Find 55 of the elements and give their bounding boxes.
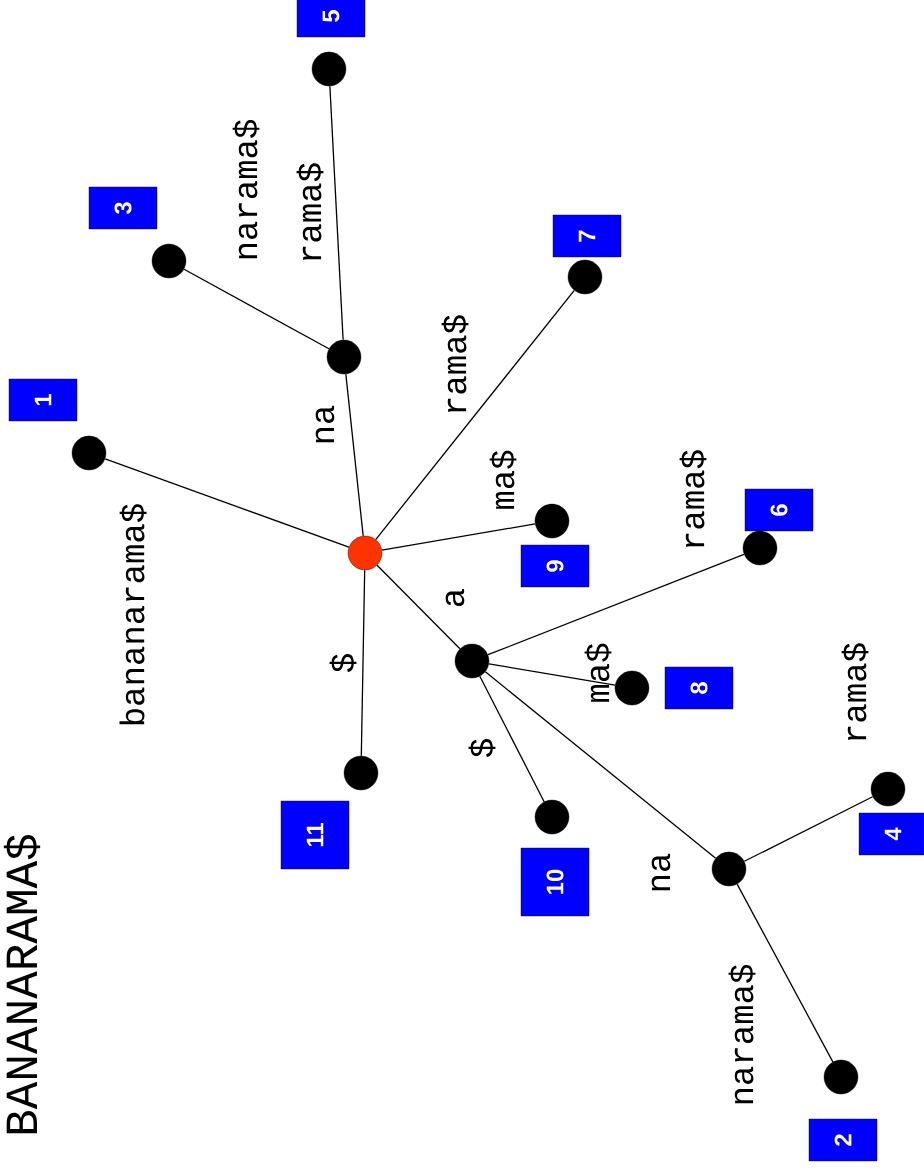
tree-node <box>711 851 747 887</box>
edge-line <box>183 268 330 350</box>
edge-line <box>743 796 874 862</box>
tree-node <box>742 530 778 566</box>
edge-label: na <box>315 405 335 443</box>
tree-node <box>614 670 650 706</box>
edge-label: narama$ <box>232 119 260 259</box>
root-node <box>347 535 383 571</box>
number-box: 4 <box>858 812 924 856</box>
number-box: 5 <box>296 0 366 38</box>
edge-line <box>488 663 616 686</box>
tree-node <box>870 771 906 807</box>
edge-line <box>479 675 545 803</box>
edge-line <box>360 569 366 757</box>
tree-node <box>151 243 187 279</box>
edge-line <box>345 373 364 537</box>
tree-node <box>823 1059 859 1095</box>
tree-node <box>311 51 347 87</box>
tree-node <box>534 799 570 835</box>
edge-label: $ <box>329 654 357 673</box>
edge-line <box>104 458 350 548</box>
edge-label: a <box>445 588 465 607</box>
tree-node <box>71 435 107 471</box>
tree-node <box>326 339 362 375</box>
number-box: 7 <box>552 214 622 258</box>
string-label: BANANARAMA$ <box>3 835 41 1134</box>
edge-label: rama$ <box>296 163 324 260</box>
edge-label: ma$ <box>584 643 612 702</box>
edge-line <box>329 85 344 341</box>
edge-label: ma$ <box>489 450 517 509</box>
edge-label: rama$ <box>679 450 707 547</box>
edge-label: na <box>651 853 671 891</box>
number-box: 11 <box>280 800 350 870</box>
edge-line <box>736 883 834 1063</box>
edge-label: $ <box>468 739 496 758</box>
tree-node <box>454 643 490 679</box>
tree-node <box>343 755 379 791</box>
edge-line <box>381 523 536 551</box>
tree-node <box>534 503 570 539</box>
tree-node <box>567 259 603 295</box>
number-box: 1 <box>8 378 78 422</box>
edge-label: narama$ <box>728 964 756 1104</box>
edge-line <box>487 553 745 656</box>
edge-line <box>484 671 717 859</box>
number-box: 6 <box>744 488 814 532</box>
number-box: 9 <box>520 544 590 588</box>
number-box: 10 <box>520 847 590 917</box>
number-box: 8 <box>664 666 734 710</box>
number-box: 2 <box>808 1118 878 1162</box>
edge-label: rama$ <box>841 643 869 740</box>
edge-line <box>375 289 575 541</box>
number-box: 3 <box>88 186 158 230</box>
edge-label: rama$ <box>441 315 469 412</box>
edge-label: bananarama$ <box>119 504 147 725</box>
edge-line <box>376 564 461 650</box>
